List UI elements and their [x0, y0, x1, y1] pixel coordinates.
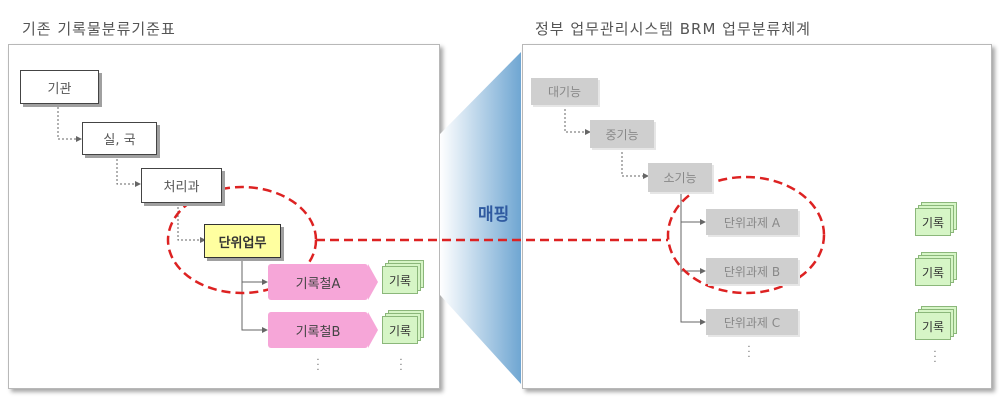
connector-unit-recA: [241, 258, 262, 283]
node-agency: 기관: [20, 70, 99, 104]
node-dept: 처리과: [141, 168, 222, 203]
left-highlight-ellipse: [166, 185, 318, 295]
connector-minor-taskC: [680, 271, 700, 323]
connector-right-major-mid: [564, 105, 585, 133]
doc-label: 기록: [915, 258, 951, 286]
connector-dept-unit: [177, 203, 200, 241]
node-major-function: 대기능: [531, 78, 598, 105]
task-a: 단위과제 A: [706, 209, 798, 235]
right-panel-title: 정부 업무관리시스템 BRM 업무분류체계: [535, 20, 811, 38]
right-highlight-ellipse: [666, 175, 826, 295]
record-file-b: 기록철B: [268, 312, 378, 348]
node-unit-task: 단위업무: [204, 224, 281, 258]
record-file-a: 기록철A: [268, 264, 378, 300]
left-panel-title: 기존 기록물분류기준표: [22, 20, 176, 38]
doc-label: 기록: [382, 316, 418, 344]
node-office: 실, 국: [82, 122, 157, 155]
record-doc-left-1: 기록: [382, 260, 424, 296]
connector-agency-office: [57, 103, 76, 140]
mapping-label: 매핑: [478, 205, 510, 225]
doc-label: 기록: [915, 312, 951, 340]
record-doc-right-3: 기록: [915, 306, 957, 342]
connector-minor-taskA: [680, 192, 700, 223]
doc-label: 기록: [382, 266, 418, 294]
connector-unit-recB: [241, 282, 262, 331]
connector-right-mid-minor: [621, 148, 643, 177]
left-ellipsis-1: ···: [316, 355, 320, 376]
connector-office-dept: [116, 155, 135, 185]
record-doc-right-1: 기록: [915, 202, 957, 238]
right-ellipsis-2: ···: [933, 347, 937, 368]
record-doc-right-2: 기록: [915, 252, 957, 288]
task-b: 단위과제 B: [706, 258, 798, 284]
node-mid-function: 중기능: [590, 120, 654, 148]
doc-label: 기록: [915, 208, 951, 236]
record-doc-left-2: 기록: [382, 310, 424, 346]
right-ellipsis-1: ···: [747, 342, 751, 363]
node-minor-function: 소기능: [648, 163, 712, 192]
left-ellipsis-2: ···: [399, 355, 403, 376]
funnel-band: [440, 52, 521, 384]
connector-minor-taskB: [680, 222, 700, 272]
task-c: 단위과제 C: [706, 309, 798, 335]
